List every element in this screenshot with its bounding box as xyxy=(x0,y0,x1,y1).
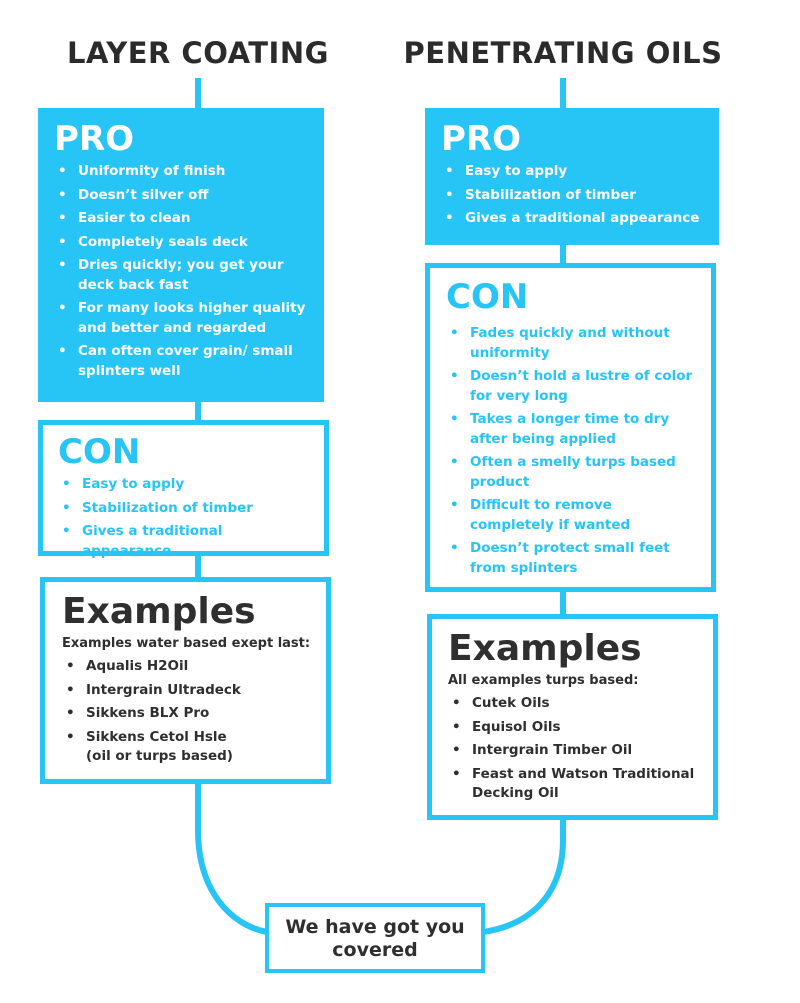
right-examples-heading: Examples xyxy=(448,628,642,669)
left-pro-list: Uniformity of finish Doesn’t silver off … xyxy=(54,162,312,381)
list-item: Often a smelly turps based product xyxy=(446,453,699,492)
list-item: Intergrain Ultradeck xyxy=(62,681,316,701)
left-con-box: CON Easy to apply Stabilization of timbe… xyxy=(38,420,329,559)
list-item: Fades quickly and without uniformity xyxy=(446,324,699,363)
list-item: Easy to apply xyxy=(58,475,314,495)
connector-left-bottom-curve xyxy=(195,782,268,935)
list-item: Takes a longer time to dry after being a… xyxy=(446,410,699,449)
list-item: Stabilization of timber xyxy=(441,186,709,206)
left-pro-box: PRO Uniformity of finish Doesn’t silver … xyxy=(38,108,324,402)
right-examples-box: Examples All examples turps based: Cutek… xyxy=(427,614,718,820)
list-item: Doesn’t silver off xyxy=(54,186,312,206)
left-pro-heading: PRO xyxy=(54,119,135,159)
left-examples-box: Examples Examples water based exept last… xyxy=(40,577,331,784)
list-item: For many looks higher quality and better… xyxy=(54,299,312,338)
right-pro-box: PRO Easy to apply Stabilization of timbe… xyxy=(425,108,719,245)
right-examples-list: Cutek Oils Equisol Oils Intergrain Timbe… xyxy=(448,694,703,804)
right-con-box: CON Fades quickly and without uniformity… xyxy=(425,263,716,592)
footer-text: We have got you covered xyxy=(285,916,465,961)
list-item: Easier to clean xyxy=(54,209,312,229)
list-item: Gives a traditional appearance xyxy=(441,209,709,229)
right-pro-list: Easy to apply Stabilization of timber Gi… xyxy=(441,162,709,229)
right-examples-subtitle: All examples turps based: xyxy=(448,673,639,688)
left-examples-list: Aqualis H2Oil Intergrain Ultradeck Sikke… xyxy=(62,657,316,767)
list-item: Feast and Watson Traditional Decking Oil xyxy=(448,765,703,804)
left-examples-heading: Examples xyxy=(62,591,256,632)
list-item: Stabilization of timber xyxy=(58,499,314,519)
left-column-title: LAYER COATING xyxy=(67,36,329,70)
list-item: Completely seals deck xyxy=(54,233,312,253)
list-item: Doesn’t hold a lustre of color for very … xyxy=(446,367,699,406)
list-item: Gives a traditional appearance xyxy=(58,522,314,561)
right-con-heading: CON xyxy=(446,277,529,317)
list-item: Sikkens Cetol Hsle (oil or turps based) xyxy=(62,728,236,767)
right-column-title: PENETRATING OILS xyxy=(403,36,723,70)
list-item: Intergrain Timber Oil xyxy=(448,741,703,761)
list-item: Uniformity of finish xyxy=(54,162,312,182)
list-item: Easy to apply xyxy=(441,162,709,182)
list-item: Dries quickly; you get your deck back fa… xyxy=(54,256,312,295)
right-con-list: Fades quickly and without uniformity Doe… xyxy=(446,324,699,578)
list-item: Difficult to remove completely if wanted xyxy=(446,496,699,535)
list-item: Equisol Oils xyxy=(448,718,703,738)
left-examples-subtitle: Examples water based exept last: xyxy=(62,636,311,651)
list-item: Aqualis H2Oil xyxy=(62,657,316,677)
list-item: Sikkens BLX Pro xyxy=(62,704,316,724)
connector-right-bottom-curve xyxy=(482,818,566,935)
list-item: Cutek Oils xyxy=(448,694,703,714)
list-item: Can often cover grain/ small splinters w… xyxy=(54,342,312,381)
left-con-list: Easy to apply Stabilization of timber Gi… xyxy=(58,475,314,561)
list-item: Doesn’t protect small feet from splinter… xyxy=(446,539,699,578)
right-pro-heading: PRO xyxy=(441,119,522,159)
left-con-heading: CON xyxy=(58,432,141,472)
footer-box: We have got you covered xyxy=(265,903,485,973)
